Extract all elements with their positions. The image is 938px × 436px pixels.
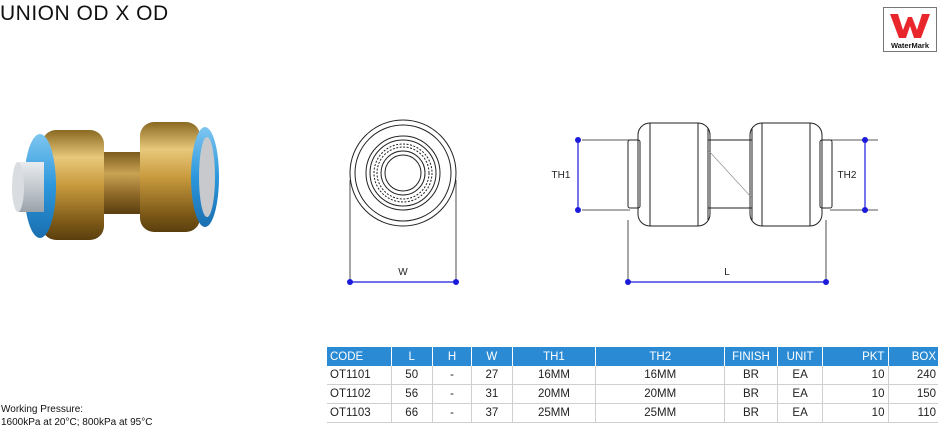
cell-h: - <box>432 366 473 385</box>
header-h: H <box>432 347 473 366</box>
l-label: L <box>724 267 730 278</box>
cell-box: 150 <box>889 385 938 404</box>
product-photo <box>0 100 235 275</box>
end-view <box>349 119 457 227</box>
page-title: UNION OD X OD <box>0 2 169 25</box>
header-unit: UNIT <box>777 347 824 366</box>
watermark-logo-text: WaterMark <box>890 41 930 50</box>
cell-h: - <box>432 404 473 423</box>
header-pkt: PKT <box>823 347 890 366</box>
cell-unit: EA <box>777 366 824 385</box>
cell-finish: BR <box>725 404 778 423</box>
th2-label: TH2 <box>838 170 857 181</box>
cell-th1: 20MM <box>512 385 597 404</box>
header-th1: TH1 <box>512 347 597 366</box>
cell-code: OT1103 <box>327 404 392 423</box>
w-label: W <box>398 267 408 278</box>
pressure-values: 1600kPa at 20°C; 800kPa at 95°C <box>1 417 153 428</box>
spec-table: CODE L H W TH1 TH2 FINISH UNIT PKT BOX O… <box>327 347 938 423</box>
cell-unit: EA <box>777 404 824 423</box>
header-th2: TH2 <box>596 347 726 366</box>
cell-pkt: 10 <box>823 404 890 423</box>
cell-code: OT1101 <box>327 366 392 385</box>
cell-pkt: 10 <box>823 385 890 404</box>
header-w: W <box>472 347 513 366</box>
header-code: CODE <box>327 347 392 366</box>
cell-w: 37 <box>472 404 513 423</box>
cell-w: 31 <box>472 385 513 404</box>
pressure-heading: Working Pressure: <box>1 404 84 415</box>
table-row: OT1101 50 - 27 16MM 16MM BR EA 10 240 <box>327 366 938 385</box>
th1-label: TH1 <box>552 170 571 181</box>
cell-th1: 16MM <box>512 366 597 385</box>
cell-th2: 16MM <box>596 366 726 385</box>
cell-th2: 20MM <box>596 385 726 404</box>
watermark-w-icon <box>890 14 930 38</box>
cell-finish: BR <box>725 385 778 404</box>
cell-unit: EA <box>777 385 824 404</box>
table-header-row: CODE L H W TH1 TH2 FINISH UNIT PKT BOX <box>327 347 938 366</box>
cell-th2: 25MM <box>596 404 726 423</box>
header-l: L <box>391 347 433 366</box>
cell-pkt: 10 <box>823 366 890 385</box>
cell-h: - <box>432 385 473 404</box>
header-box: BOX <box>889 347 938 366</box>
cell-code: OT1102 <box>327 385 392 404</box>
cell-box: 110 <box>889 404 938 423</box>
cell-l: 50 <box>391 366 433 385</box>
cell-box: 240 <box>889 366 938 385</box>
table-row: OT1103 66 - 37 25MM 25MM BR EA 10 110 <box>327 404 938 423</box>
cell-w: 27 <box>472 366 513 385</box>
cell-finish: BR <box>725 366 778 385</box>
table-row: OT1102 56 - 31 20MM 20MM BR EA 10 150 <box>327 385 938 404</box>
cell-l: 66 <box>391 404 433 423</box>
header-finish: FINISH <box>725 347 778 366</box>
working-pressure-note: Working Pressure: 1600kPa at 20°C; 800kP… <box>1 403 152 429</box>
technical-drawing: W <box>320 110 890 305</box>
side-view <box>627 122 833 227</box>
watermark-logo: WaterMark <box>883 7 937 52</box>
cell-l: 56 <box>391 385 433 404</box>
cell-th1: 25MM <box>512 404 597 423</box>
